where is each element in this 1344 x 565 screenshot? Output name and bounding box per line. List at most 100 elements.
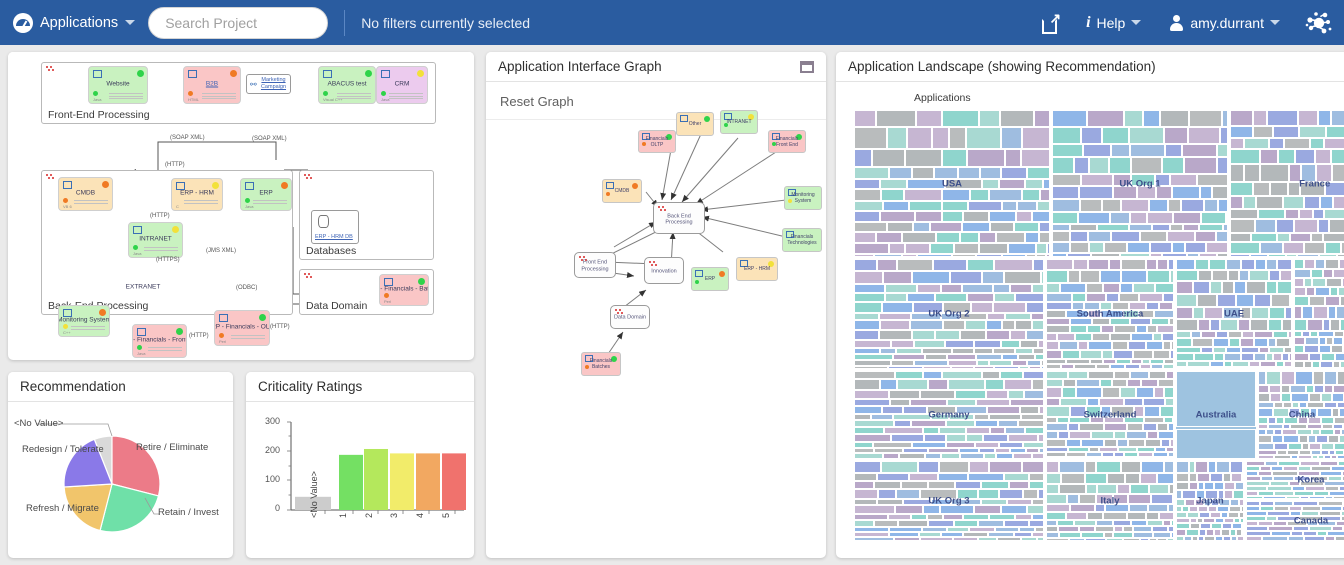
treemap-cell[interactable] xyxy=(988,532,1014,537)
treemap-cell[interactable] xyxy=(1059,484,1086,494)
treemap-cell[interactable] xyxy=(1208,461,1216,473)
treemap-cell[interactable] xyxy=(1046,318,1070,325)
treemap-cell[interactable] xyxy=(951,366,974,369)
treemap-cell[interactable] xyxy=(1208,506,1217,512)
treemap-cell[interactable] xyxy=(1322,516,1341,521)
treemap-cell[interactable] xyxy=(1244,138,1269,149)
treemap-cell[interactable] xyxy=(1089,447,1099,452)
treemap-cell[interactable] xyxy=(1101,325,1114,333)
treemap-cell[interactable] xyxy=(1121,259,1146,270)
treemap-cell[interactable] xyxy=(1168,423,1174,431)
treemap-cell[interactable] xyxy=(1129,224,1152,231)
treemap-cell[interactable] xyxy=(1176,270,1198,281)
treemap-cell[interactable] xyxy=(1025,179,1043,189)
treemap-cell[interactable] xyxy=(982,371,1000,379)
treemap-cell[interactable] xyxy=(1086,406,1101,417)
treemap-cell[interactable] xyxy=(1151,364,1163,369)
treemap-cell[interactable] xyxy=(890,399,910,406)
treemap-cell[interactable] xyxy=(1260,242,1283,254)
treemap-cell[interactable] xyxy=(1294,476,1310,481)
treemap-cell[interactable] xyxy=(895,371,923,379)
treemap-cell[interactable] xyxy=(1089,242,1104,253)
treemap-cell[interactable] xyxy=(854,434,891,442)
treemap-cell[interactable] xyxy=(1080,350,1102,359)
treemap-cell[interactable] xyxy=(1281,393,1291,402)
treemap-cell[interactable] xyxy=(1127,242,1150,253)
treemap-cell[interactable] xyxy=(1035,527,1044,532)
treemap-cell[interactable] xyxy=(1081,532,1104,538)
treemap-cell[interactable] xyxy=(948,360,977,366)
treemap-cell[interactable] xyxy=(1101,310,1123,318)
treemap-cell[interactable] xyxy=(884,427,923,434)
treemap-cell[interactable] xyxy=(1142,359,1150,364)
treemap-cell[interactable] xyxy=(1085,461,1096,473)
treemap-cell[interactable] xyxy=(1176,482,1189,490)
treemap-cell[interactable] xyxy=(1256,196,1283,209)
treemap-cell[interactable] xyxy=(1222,110,1228,127)
treemap-cell[interactable] xyxy=(999,489,1023,499)
treemap-cell[interactable] xyxy=(1167,538,1174,541)
treemap-cell[interactable] xyxy=(1184,536,1192,541)
treemap-region-china[interactable]: China xyxy=(1258,371,1344,459)
treemap-cell[interactable] xyxy=(1004,520,1029,527)
treemap-cell[interactable] xyxy=(889,167,912,179)
treemap-cell[interactable] xyxy=(1165,398,1174,406)
treemap-cell[interactable] xyxy=(1127,423,1143,431)
treemap-cell[interactable] xyxy=(1258,455,1274,459)
treemap-cell[interactable] xyxy=(1334,417,1344,424)
treemap-cell[interactable] xyxy=(1324,209,1344,219)
treemap-cell[interactable] xyxy=(1192,338,1213,347)
treemap-cell[interactable] xyxy=(931,499,951,505)
treemap-cell[interactable] xyxy=(1300,496,1309,499)
treemap-cell[interactable] xyxy=(1068,270,1080,283)
treemap-cell[interactable] xyxy=(1297,429,1312,435)
treemap-cell[interactable] xyxy=(1230,242,1260,254)
treemap-cell[interactable] xyxy=(1001,167,1027,179)
treemap-cell[interactable] xyxy=(1163,520,1171,526)
treemap-cell[interactable] xyxy=(1249,361,1260,367)
treemap-cell[interactable] xyxy=(909,473,938,481)
treemap-cell[interactable] xyxy=(957,489,978,499)
treemap-cell[interactable] xyxy=(1214,353,1224,361)
treemap-cell[interactable] xyxy=(1130,371,1149,379)
treemap-region-france[interactable]: France xyxy=(1230,110,1344,257)
treemap-cell[interactable] xyxy=(854,232,876,243)
treemap-cell[interactable] xyxy=(1168,504,1174,512)
treemap-cell[interactable] xyxy=(1059,461,1085,473)
graph-node-financials-technologies[interactable]: Financials Technologies xyxy=(782,228,822,252)
treemap-cell[interactable] xyxy=(1114,325,1136,333)
treemap-region-uk-org-3[interactable]: UK Org 3 xyxy=(854,461,1044,541)
treemap-cell[interactable] xyxy=(1140,473,1157,484)
treemap-cell[interactable] xyxy=(1304,196,1320,209)
treemap-cell[interactable] xyxy=(1321,417,1334,424)
treemap-cell[interactable] xyxy=(914,360,948,366)
graph-group-front-end-processing[interactable]: Front End Processing xyxy=(574,252,616,278)
treemap-cell[interactable] xyxy=(1281,371,1295,385)
treemap-cell[interactable] xyxy=(1163,341,1171,350)
treemap-cell[interactable] xyxy=(1090,417,1104,423)
treemap-cell[interactable] xyxy=(1287,450,1299,455)
treemap-cell[interactable] xyxy=(1260,466,1271,471)
treemap-cell[interactable] xyxy=(1070,504,1095,512)
treemap-cell[interactable] xyxy=(1333,385,1344,393)
treemap-region-germany[interactable]: Germany xyxy=(854,371,1044,459)
treemap-cell[interactable] xyxy=(1268,424,1283,429)
treemap-region-uk-org-2[interactable]: UK Org 2 xyxy=(854,259,1044,369)
treemap-cell[interactable] xyxy=(1070,325,1087,333)
treemap-cell[interactable] xyxy=(1148,504,1168,512)
treemap-cell[interactable] xyxy=(952,348,974,354)
treemap-cell[interactable] xyxy=(1125,473,1140,484)
treemap-cell[interactable] xyxy=(1246,511,1267,516)
treemap-cell[interactable] xyxy=(1005,149,1021,167)
treemap-cell[interactable] xyxy=(1046,359,1066,364)
criticality-bar-chart[interactable]: 300 200 100 0 <No Value> 1 2 3 4 5 xyxy=(246,402,474,558)
treemap-cell[interactable] xyxy=(1069,431,1091,439)
treemap-cell[interactable] xyxy=(1081,439,1104,447)
treemap-cell[interactable] xyxy=(1283,402,1292,408)
treemap-cell[interactable] xyxy=(1123,310,1139,318)
treemap-cell[interactable] xyxy=(1158,431,1174,439)
treemap-cell[interactable] xyxy=(1147,212,1173,224)
treemap-cell[interactable] xyxy=(879,330,912,340)
treemap-cell[interactable] xyxy=(1058,431,1069,439)
treemap-cell[interactable] xyxy=(1281,385,1290,393)
